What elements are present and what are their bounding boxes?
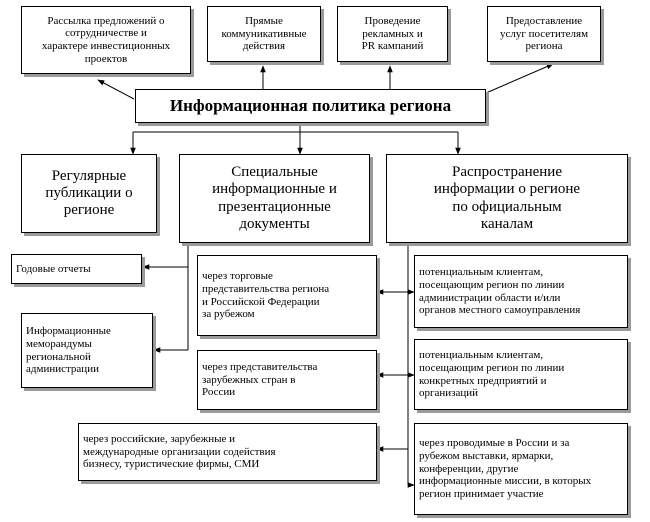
- box-via-foreign-embassies: через представительства зарубежных стран…: [197, 350, 377, 410]
- arrow-to-visitor-services: [485, 63, 554, 94]
- box-via-trade-missions: через торговые представительства региона…: [197, 255, 377, 336]
- box-admin-visitors: потенциальным клиентам, посещающим регио…: [414, 255, 628, 328]
- box-annual-reports: Годовые отчеты: [11, 254, 142, 284]
- box-regular-publications: Регулярные публикации о регионе: [21, 154, 157, 233]
- box-enterprise-visitors: потенциальным клиентам, посещающим регио…: [414, 339, 628, 410]
- box-exhibitions: через проводимые в России и за рубежом в…: [414, 423, 628, 515]
- box-official-distribution: Распространение информации о регионе по …: [386, 154, 628, 243]
- box-memoranda: Информационные меморандумы региональной …: [21, 313, 153, 388]
- box-direct-actions: Прямые коммуникативные действия: [207, 6, 321, 62]
- box-pr-campaigns: Проведение рекламных и PR кампаний: [337, 6, 448, 62]
- arrow-to-mailing: [97, 79, 135, 100]
- box-information-policy: Информационная политика региона: [135, 89, 486, 123]
- box-mailing: Рассылка предложений о сотрудничестве и …: [21, 6, 191, 74]
- box-special-documents: Специальные информационные и презентацио…: [179, 154, 370, 243]
- box-visitor-services: Предоставление услуг посетителям региона: [487, 6, 601, 62]
- box-via-organizations: через российские, зарубежные и междунаро…: [78, 423, 377, 481]
